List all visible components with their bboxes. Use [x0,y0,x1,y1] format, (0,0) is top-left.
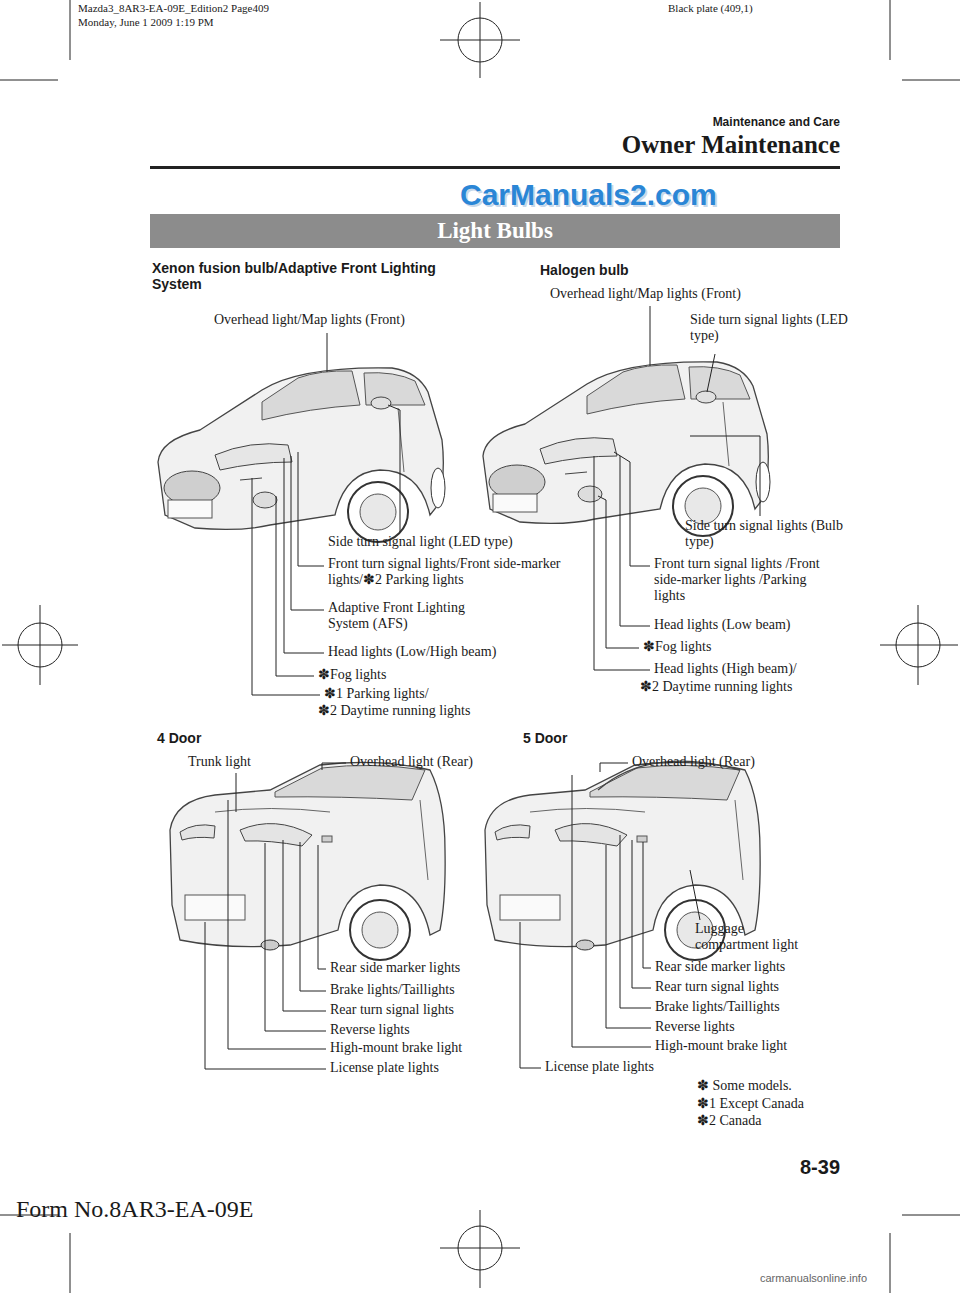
callout-label: ✽1 Parking lights/ [324,686,429,702]
callout-label: Brake lights/Taillights [330,982,455,998]
callout-label: Trunk light [188,754,251,770]
callout-label: Rear turn signal lights [330,1002,454,1018]
watermark: CarManuals2.com [460,178,717,213]
callout-label: ✽Fog lights [643,639,711,655]
callout-label: Rear side marker lights [330,960,460,976]
footnote: ✽2 Canada [697,1113,761,1129]
footnote: ✽1 Except Canada [697,1096,804,1112]
sub-heading: Xenon fusion bulb/Adaptive Front Lightin… [152,260,437,292]
form-number: Form No.8AR3-EA-09E [16,1196,253,1224]
callout-label: Overhead light (Rear) [632,754,755,770]
section-name: Maintenance and Care [713,116,840,130]
footnote: ✽ Some models. [697,1078,792,1094]
front-car-halogen [483,362,770,536]
title-band: Light Bulbs [150,214,840,248]
callout-label: Head lights (High beam)/ [654,661,797,677]
sub-heading: 5 Door [523,730,567,746]
callout-label: Head lights (Low/High beam) [328,644,496,660]
sub-heading: Halogen bulb [540,262,629,278]
callout-label: Brake lights/Taillights [655,999,780,1015]
callout-label: Reverse lights [330,1022,410,1038]
chapter-heading: Owner Maintenance [622,131,840,160]
callout-label: Overhead light (Rear) [350,754,473,770]
callout-label: Side turn signal light (LED type) [328,534,513,550]
callout-label: High-mount brake light [655,1038,787,1054]
callout-label: Side turn signal lights (Bulb type) [685,518,845,550]
callout-label: Reverse lights [655,1019,735,1035]
callout-label: License plate lights [545,1059,654,1075]
callout-label: Side turn signal lights (LED type) [690,312,850,344]
callout-label: ✽2 Daytime running lights [640,679,792,695]
callout-label: Rear side marker lights [655,959,785,975]
page-number: 8-39 [800,1156,840,1179]
print-slug: Black plate (409,1) [668,2,753,15]
callout-label: Rear turn signal lights [655,979,779,995]
callout-label: ✽Fog lights [318,667,386,683]
title-text: Light Bulbs [437,218,553,244]
print-slug: Mazda3_8AR3-EA-09E_Edition2 Page409 [78,2,269,15]
callout-label: Head lights (Low beam) [654,617,790,633]
callout-label: Front turn signal lights /Front side-mar… [654,556,826,604]
callout-label: Adaptive Front Lighting System (AFS) [328,600,503,632]
callout-label: Overhead light/Map lights (Front) [550,286,741,302]
rear-car-4door [170,762,445,960]
callout-label: Luggage compartment light [695,921,815,953]
front-car-xenon [158,368,445,542]
callout-label: Front turn signal lights/Front side-mark… [328,556,578,588]
callout-label: High-mount brake light [330,1040,462,1056]
print-slug: Monday, June 1 2009 1:19 PM [78,16,214,29]
callout-label: ✽2 Daytime running lights [318,703,470,719]
header-rule [150,166,840,169]
watermark: carmanualsonline.info [760,1272,867,1285]
callout-label: License plate lights [330,1060,439,1076]
callout-label: Overhead light/Map lights (Front) [214,312,405,328]
sub-heading: 4 Door [157,730,201,746]
